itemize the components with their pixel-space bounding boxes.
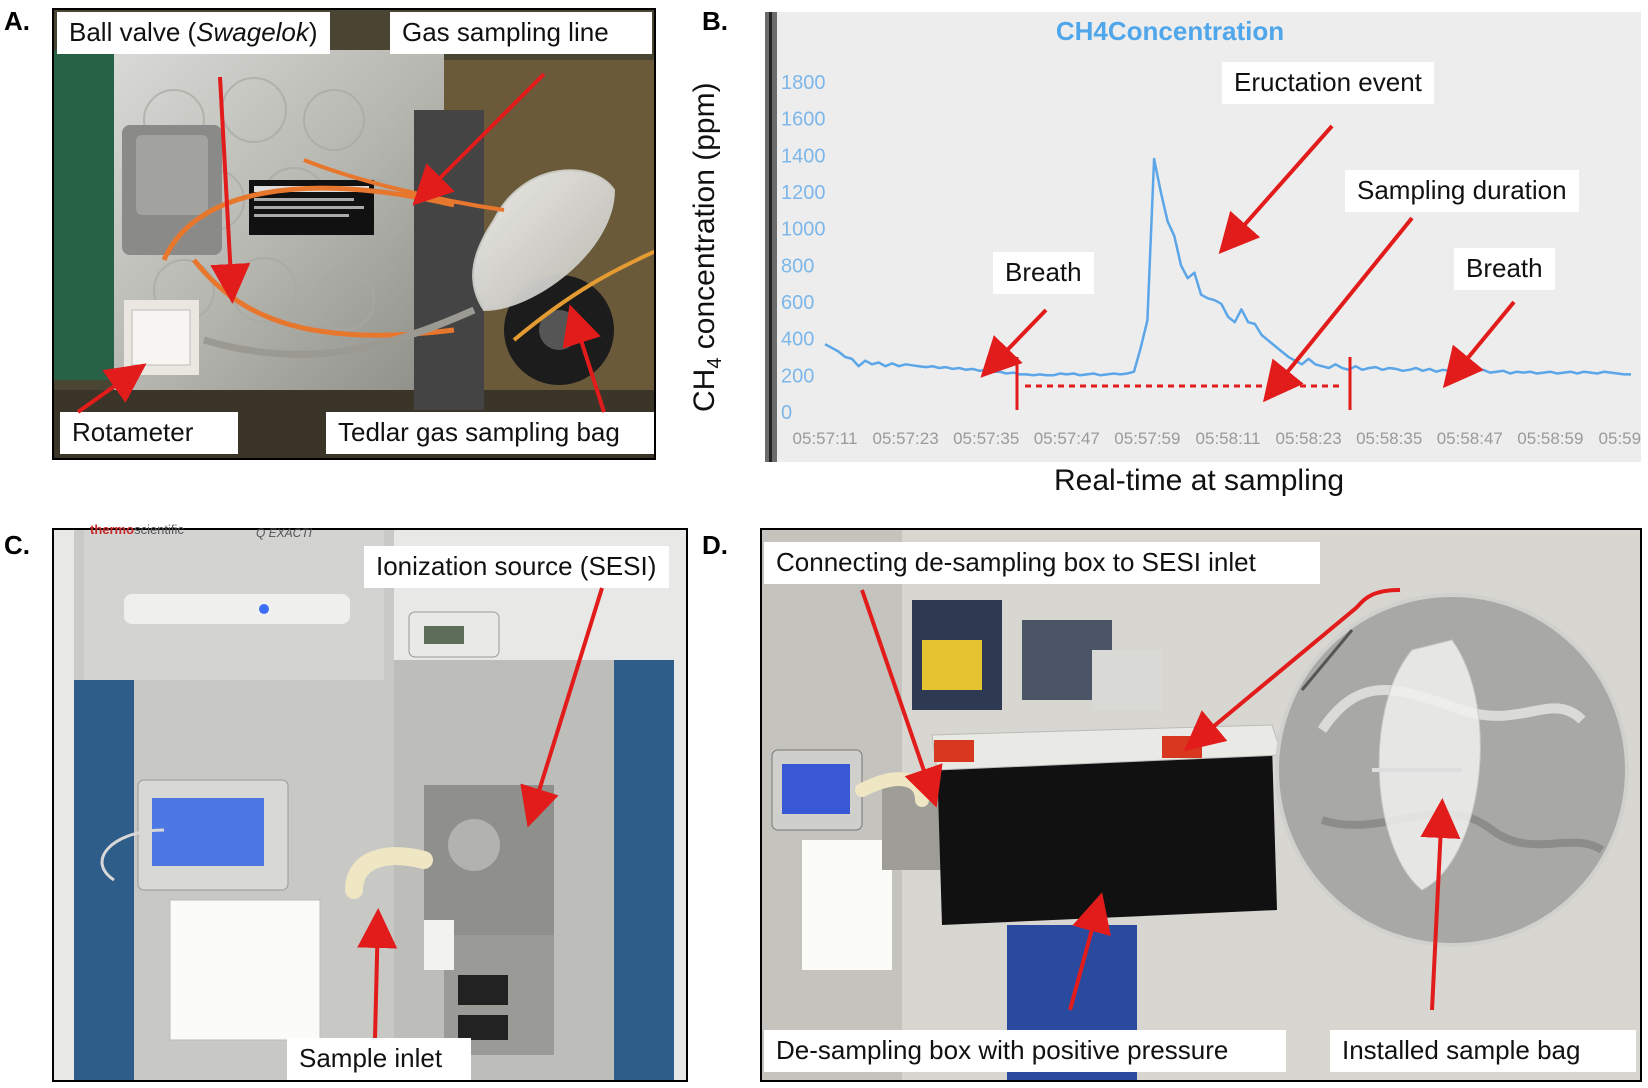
callout-sample-inlet: Sample inlet [287, 1038, 471, 1080]
brand-thermoscientific: thermoscientific [90, 522, 184, 537]
callout-ball-valve-suffix: ) [308, 17, 318, 47]
callout-ionization-source: Ionization source (SESI) [364, 546, 669, 588]
panel-d-photo [760, 528, 1642, 1082]
x-tick-label: 05:59:11 [1599, 429, 1641, 448]
callout-sampling-duration: Sampling duration [1345, 170, 1579, 212]
panel-c-photo [52, 528, 688, 1082]
panel-a-photo [52, 8, 656, 460]
y-tick-label: 1000 [781, 219, 826, 241]
callout-ball-valve-prefix: Ball valve ( [69, 17, 197, 47]
x-tick-label: 05:57:23 [873, 429, 939, 448]
chart-title: CH4Concentration [1056, 16, 1284, 46]
x-axis-label: Real-time at sampling [1054, 464, 1345, 497]
y-tick-label: 400 [781, 329, 814, 351]
panel-a-letter: A. [4, 6, 30, 36]
y-tick-label: 0 [781, 402, 792, 424]
callout-tedlar-bag: Tedlar gas sampling bag [326, 412, 654, 454]
x-tick-label: 05:58:23 [1276, 429, 1342, 448]
chart-container: CH4Concentration 0 200 400 600 800 1000 1200 14… [765, 12, 1648, 462]
x-tick-label: 05:57:47 [1034, 429, 1100, 448]
y-tick-label: 1400 [781, 145, 826, 167]
y-tick-label: 800 [781, 255, 814, 277]
callout-installed-bag: Installed sample bag [1330, 1030, 1636, 1072]
x-tick-label: 05:57:59 [1114, 429, 1180, 448]
panel-d-illustration [762, 530, 1640, 1080]
callout-gas-sampling-line: Gas sampling line [390, 12, 652, 54]
y-tick-label: 200 [781, 365, 814, 387]
panel-d-letter: D. [702, 530, 728, 560]
callout-breath-right: Breath [1454, 248, 1555, 290]
panel-a-illustration [54, 10, 654, 458]
chart-left-border-inner [769, 12, 772, 462]
callout-rotameter: Rotameter [60, 412, 238, 454]
x-tick-label: 05:58:47 [1437, 429, 1503, 448]
callout-eructation-event: Eructation event [1222, 62, 1434, 104]
y-axis-label-ch: CH [688, 368, 721, 412]
callout-connecting-box: Connecting de-sampling box to SESI inlet [764, 542, 1320, 584]
x-tick-label: 05:58:59 [1517, 429, 1583, 448]
callout-ball-valve-brand: Swagelok [196, 17, 309, 47]
x-tick-label: 05:57:11 [793, 429, 858, 448]
instrument-model: Q EXACTI [256, 526, 313, 540]
x-tick-label: 05:58:35 [1356, 429, 1422, 448]
brand-thermo: thermo [90, 522, 135, 537]
panel-c-letter: C. [4, 530, 30, 560]
y-tick-label: 1600 [781, 109, 826, 131]
panel-b-letter: B. [702, 6, 728, 36]
callout-desampling-box: De-sampling box with positive pressure [764, 1030, 1286, 1072]
callout-ball-valve: Ball valve (Swagelok) [57, 12, 330, 54]
y-tick-label: 1800 [781, 72, 826, 94]
plot-area [765, 12, 1641, 462]
ch4-line-chart: CH4Concentration 0 200 400 600 800 1000 1200 14… [765, 12, 1648, 462]
callout-breath-left: Breath [993, 252, 1094, 294]
y-tick-label: 600 [781, 292, 814, 314]
x-tick-label: 05:58:11 [1196, 429, 1261, 448]
y-axis-label-subscript: 4 [704, 357, 726, 369]
y-axis-label-rest: concentration (ppm) [688, 82, 721, 358]
y-tick-label: 1200 [781, 182, 826, 204]
x-tick-label: 05:57:35 [953, 429, 1019, 448]
panel-c-illustration [54, 530, 686, 1080]
y-axis-label: CH4 concentration (ppm) [688, 82, 727, 412]
brand-scientific: scientific [134, 522, 184, 537]
